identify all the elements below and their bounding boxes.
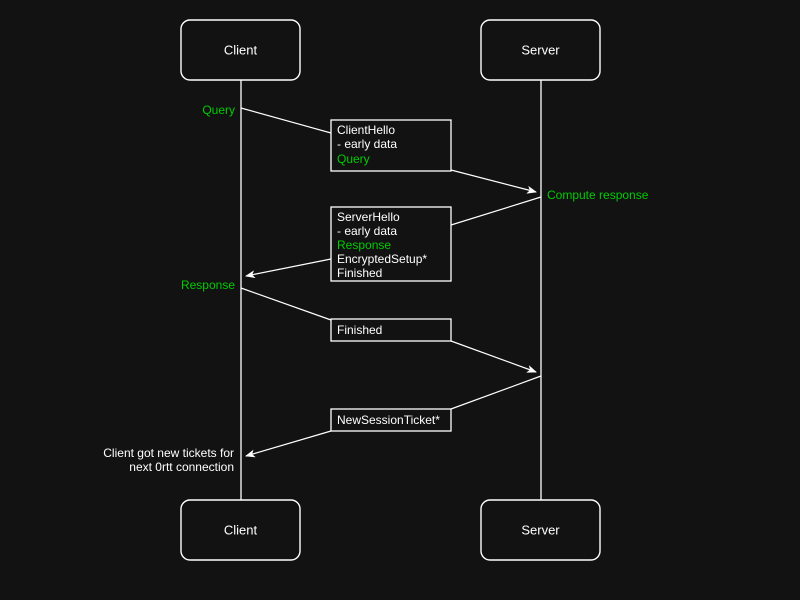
- arrow-server-hello-in: [245, 258, 332, 279]
- note-new-tickets-line1: Client got new tickets for: [103, 446, 234, 460]
- arrow-finished-out: [240, 287, 332, 321]
- message-server-hello-line-2: Response: [337, 238, 391, 252]
- message-finished[interactable]: Finished: [330, 318, 452, 342]
- message-client-hello[interactable]: ClientHello - early data Query: [330, 119, 452, 172]
- message-server-hello-line-1: - early data: [337, 224, 397, 238]
- actor-server-top-label: Server: [521, 42, 560, 57]
- actor-client-bottom-label: Client: [224, 522, 258, 537]
- actor-server-bottom-label: Server: [521, 522, 560, 537]
- actor-server-top-box: [480, 19, 601, 81]
- message-server-hello[interactable]: ServerHello - early data Response Encryp…: [330, 206, 452, 282]
- actor-client-bottom[interactable]: Client: [180, 499, 301, 561]
- actor-server-bottom[interactable]: Server: [480, 499, 601, 561]
- message-client-hello-line-1: - early data: [337, 137, 397, 151]
- message-new-session-ticket[interactable]: NewSessionTicket*: [330, 408, 452, 432]
- message-client-hello-box: [330, 119, 452, 172]
- message-client-hello-line-2: Query: [337, 152, 370, 166]
- note-response: Response: [181, 278, 235, 292]
- arrow-finished-in: [450, 340, 537, 373]
- actor-server-top[interactable]: Server: [480, 19, 601, 81]
- actor-client-bottom-box: [180, 499, 301, 561]
- message-finished-line-0: Finished: [337, 323, 382, 337]
- message-server-hello-line-4: Finished: [337, 266, 382, 280]
- message-new-session-ticket-line-0: NewSessionTicket*: [337, 413, 440, 427]
- arrow-new-session-ticket-in: [245, 430, 332, 458]
- message-server-hello-box: [330, 206, 452, 282]
- note-query: Query: [202, 103, 235, 117]
- message-server-hello-line-3: EncryptedSetup*: [337, 252, 427, 266]
- note-compute-response: Compute response: [547, 188, 649, 202]
- message-server-hello-line-0: ServerHello: [337, 210, 400, 224]
- arrow-new-session-ticket-out: [450, 375, 542, 410]
- actor-client-top[interactable]: Client: [180, 19, 301, 81]
- message-new-session-ticket-box: [330, 408, 452, 432]
- arrow-client-hello-in: [450, 169, 537, 194]
- actor-server-bottom-box: [480, 499, 601, 561]
- arrow-client-hello-out: [240, 107, 332, 134]
- actor-client-top-box: [180, 19, 301, 81]
- message-client-hello-line-0: ClientHello: [337, 123, 395, 137]
- arrow-server-hello-out: [450, 196, 542, 226]
- message-finished-box: [330, 318, 452, 342]
- actor-client-top-label: Client: [224, 42, 258, 57]
- note-new-tickets-line2: next 0rtt connection: [129, 460, 234, 474]
